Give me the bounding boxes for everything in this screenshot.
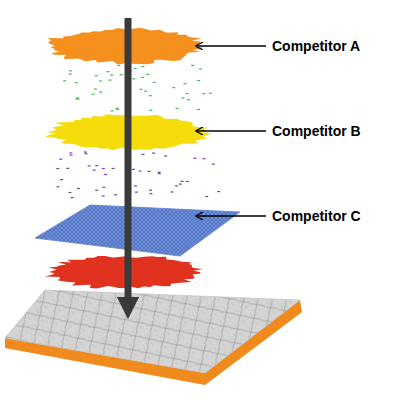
dash	[70, 155, 73, 156]
dash	[92, 94, 95, 95]
dash	[172, 87, 175, 88]
base-map	[5, 290, 300, 373]
dash	[132, 78, 135, 79]
dash	[134, 68, 137, 69]
dash	[75, 82, 78, 83]
dash	[84, 151, 87, 152]
dash	[93, 170, 96, 171]
dash	[134, 185, 137, 186]
dash	[149, 190, 152, 191]
dash	[116, 109, 119, 110]
dash	[106, 71, 109, 72]
dash	[108, 80, 111, 81]
dash	[112, 168, 115, 169]
dash	[187, 99, 190, 100]
dash	[69, 192, 72, 193]
dash	[158, 173, 161, 174]
dash	[152, 153, 155, 154]
competitor-label: Competitor A	[272, 38, 360, 55]
dash	[197, 109, 200, 110]
dash	[69, 152, 72, 153]
dash	[115, 108, 118, 109]
dash	[212, 164, 215, 165]
dash	[104, 174, 107, 175]
dash	[193, 158, 196, 159]
dash	[99, 91, 102, 92]
dash	[141, 77, 144, 78]
dash	[76, 97, 79, 98]
dash	[185, 93, 188, 94]
dash	[102, 187, 105, 188]
dash	[209, 93, 212, 94]
dash	[149, 193, 152, 194]
pointer-arrow	[196, 215, 266, 217]
dash	[146, 74, 149, 75]
dash	[203, 158, 206, 159]
dash	[205, 196, 208, 197]
pointer-arrow	[196, 130, 266, 132]
dash	[95, 165, 98, 166]
dash	[197, 80, 200, 81]
dash-scatter	[56, 152, 220, 198]
dash	[95, 75, 98, 76]
dash	[176, 108, 179, 109]
dash	[95, 190, 98, 191]
dash	[217, 191, 220, 192]
dash	[63, 80, 66, 81]
dash	[110, 75, 113, 76]
pointer-arrow	[196, 45, 266, 47]
dash	[135, 192, 138, 193]
dash	[56, 186, 59, 187]
dash	[56, 168, 59, 169]
dash	[164, 155, 167, 156]
dash	[85, 153, 88, 154]
dash	[141, 154, 144, 155]
dash	[69, 74, 72, 75]
dash	[114, 194, 117, 195]
dash	[94, 88, 97, 89]
dash	[153, 82, 156, 83]
dash	[59, 159, 62, 160]
dash	[180, 181, 183, 182]
dash	[183, 83, 186, 84]
dash	[179, 183, 182, 184]
dash	[199, 68, 202, 69]
dash	[202, 93, 205, 94]
dash	[139, 170, 142, 171]
dash	[99, 80, 102, 81]
stack-arrow	[125, 18, 132, 308]
dash	[102, 168, 105, 169]
dash	[158, 172, 161, 173]
dash	[171, 191, 174, 192]
dash	[117, 65, 120, 66]
red-layer	[45, 256, 203, 288]
dash	[110, 110, 113, 111]
dash	[76, 98, 79, 99]
dash	[141, 66, 144, 67]
dash	[181, 97, 184, 98]
dash	[60, 179, 63, 180]
dash	[77, 188, 80, 189]
dash	[147, 171, 150, 172]
dash	[71, 197, 74, 198]
dash	[102, 195, 105, 196]
dash	[132, 169, 135, 170]
dash	[149, 95, 152, 96]
dash	[149, 110, 152, 111]
dash-scatter	[63, 65, 212, 111]
dash	[66, 168, 69, 169]
dash	[191, 65, 194, 66]
dash	[144, 91, 147, 92]
dash	[120, 74, 123, 75]
dash	[139, 89, 142, 90]
dash	[69, 70, 72, 71]
blue-layer	[35, 205, 240, 256]
dash	[88, 165, 91, 166]
competitor-label: Competitor C	[272, 208, 361, 225]
competitor-label: Competitor B	[272, 123, 361, 140]
dash	[186, 181, 189, 182]
dash	[175, 185, 178, 186]
